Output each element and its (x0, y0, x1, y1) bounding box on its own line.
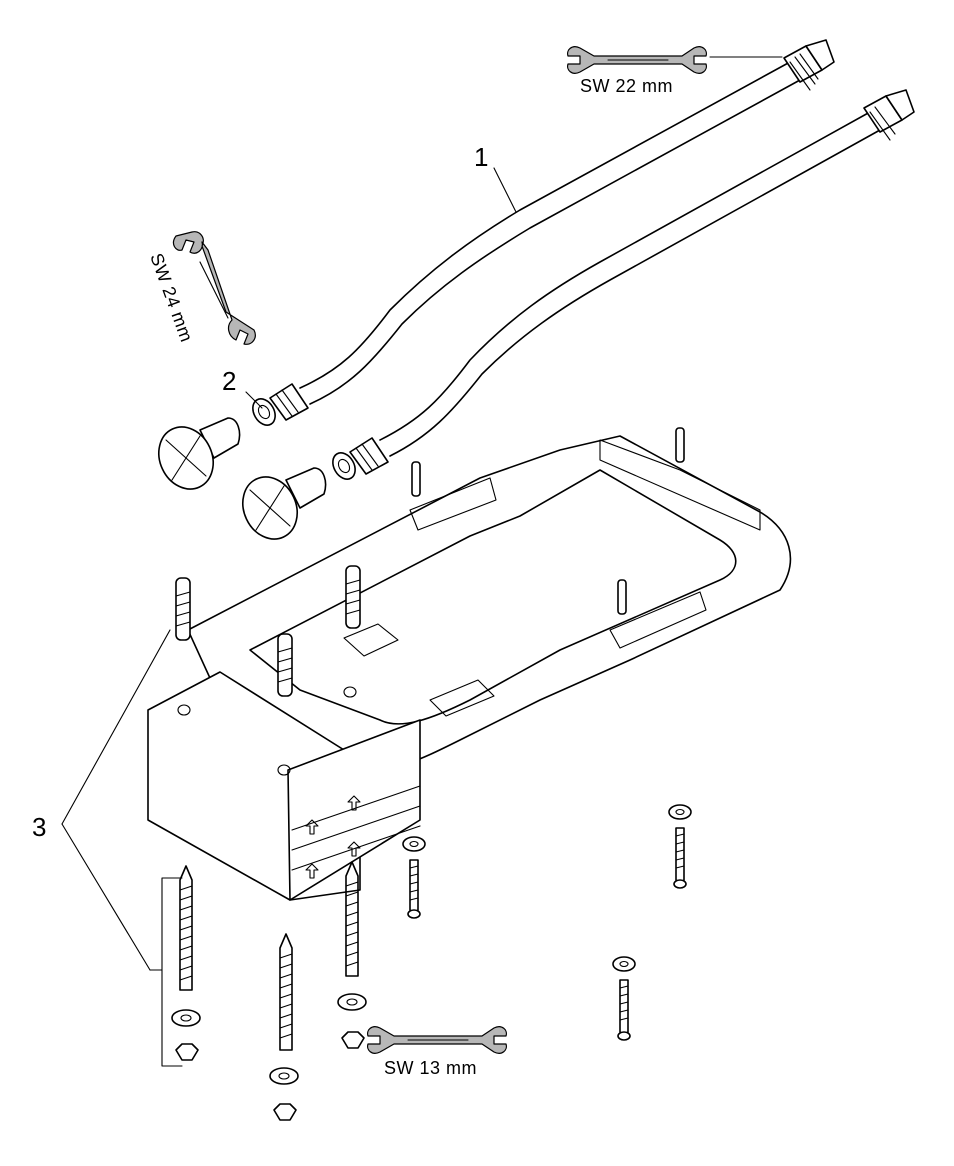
stud-bolt (171, 865, 201, 1061)
wrench-top (567, 46, 783, 74)
wrench-size-top-label: SW 22 mm (580, 76, 673, 96)
wood-screw (668, 804, 692, 889)
wall-plug (175, 577, 191, 641)
callout-1: 1 (474, 142, 488, 172)
wrench-bottom (367, 1026, 507, 1054)
wall-plug (277, 633, 293, 697)
wrench-size-bottom-label: SW 13 mm (384, 1058, 477, 1078)
hose-b (332, 89, 915, 480)
stud-bolt (337, 861, 367, 1049)
wrench-left (172, 231, 256, 345)
alignment-pins (411, 427, 685, 615)
leader-lines (61, 167, 517, 1067)
plug-cap-1 (158, 417, 241, 490)
callout-2: 2 (222, 366, 236, 396)
hose-a (252, 39, 835, 426)
wall-plugs (175, 565, 361, 697)
stud-bolts (171, 861, 367, 1121)
callout-3: 3 (32, 812, 46, 842)
plug-cap-2 (242, 467, 327, 540)
hose-assembly (252, 39, 915, 480)
wood-screw (612, 956, 636, 1041)
mounting-frame (147, 435, 792, 901)
wood-screws (402, 804, 692, 1041)
wood-screw (402, 836, 426, 919)
wall-plug (345, 565, 361, 629)
wrench-size-left-label: SW 24 mm (146, 251, 197, 345)
stud-bolt (269, 933, 299, 1121)
